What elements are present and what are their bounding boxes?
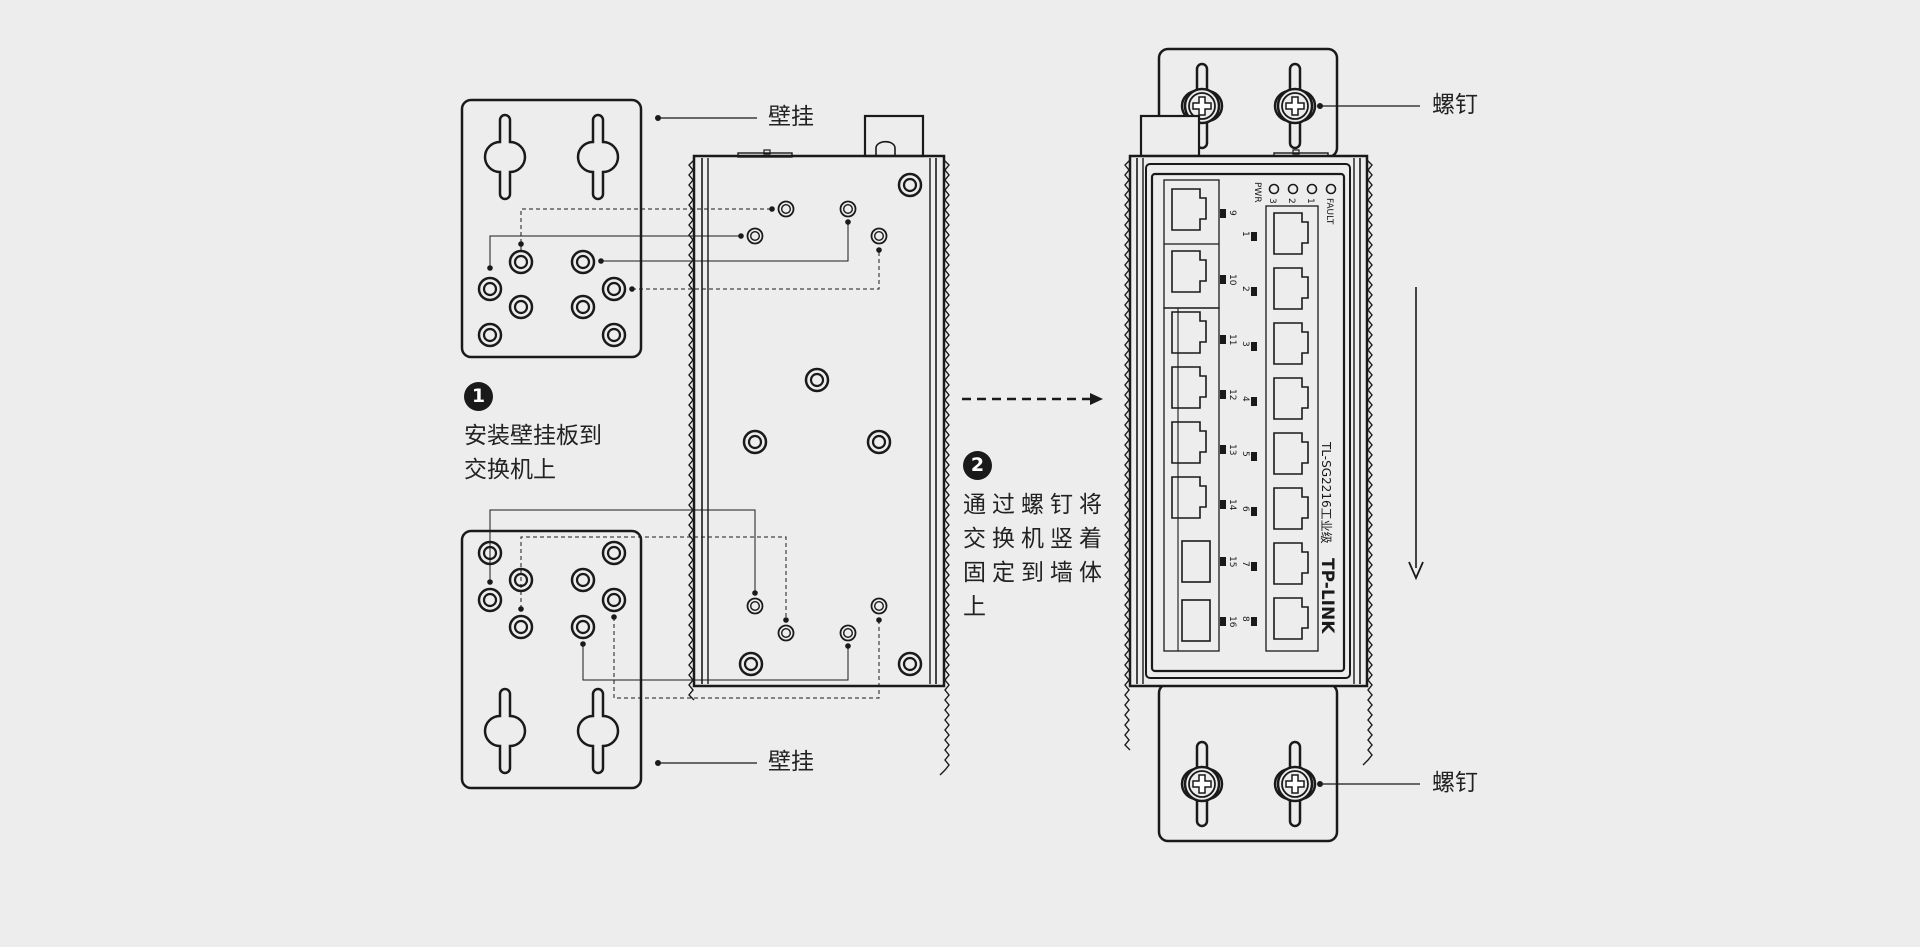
wall-plate-bottom bbox=[460, 529, 643, 790]
leader-screw-top bbox=[1317, 103, 1420, 109]
port-number-1: 1 bbox=[1240, 231, 1250, 237]
led-label-fault: FAULT bbox=[1324, 198, 1334, 225]
alignment-leaders-bottom bbox=[487, 509, 882, 699]
step-2-text: 通过螺钉将 交换机竖着 固定到墙体 上 bbox=[963, 488, 1108, 624]
mounted-switch-front: PWR 3 2 1 FAULT 9 10 11 12 13 14 15 16 1… bbox=[1124, 47, 1373, 843]
port-number-4: 4 bbox=[1240, 396, 1250, 402]
step-2-badge: 2 bbox=[963, 451, 992, 480]
port-number-10: 10 bbox=[1227, 274, 1237, 286]
port-number-2: 2 bbox=[1240, 286, 1250, 292]
port-number-12: 12 bbox=[1227, 389, 1237, 400]
wall-mount-label-top: 壁挂 bbox=[768, 104, 814, 130]
port-number-7: 7 bbox=[1240, 561, 1250, 567]
step-2-line-2: 交换机竖着 bbox=[963, 526, 1108, 552]
leader-wall-mount-bottom bbox=[655, 760, 757, 766]
wall-plate-top bbox=[460, 98, 643, 359]
model-label: TL-SG2216工业级 bbox=[1319, 441, 1333, 544]
step-1-text: 安装壁挂板到 交换机上 bbox=[464, 419, 602, 487]
port-number-11: 11 bbox=[1227, 334, 1237, 345]
port-number-16: 16 bbox=[1227, 616, 1237, 628]
alignment-leaders-top bbox=[487, 206, 882, 292]
port-number-15: 15 bbox=[1227, 556, 1237, 567]
step-arrow bbox=[962, 393, 1103, 405]
led-label-pwr: PWR bbox=[1252, 182, 1262, 203]
leader-screw-bottom bbox=[1317, 781, 1420, 787]
port-number-5: 5 bbox=[1240, 451, 1250, 457]
switch-back-view bbox=[688, 114, 950, 776]
port-number-3: 3 bbox=[1240, 341, 1250, 347]
port-number-14: 14 bbox=[1227, 499, 1237, 511]
led-label-3: 3 bbox=[1267, 198, 1277, 204]
step-2-line-4: 上 bbox=[963, 594, 992, 620]
port-number-13: 13 bbox=[1227, 444, 1237, 455]
step-2-line-3: 固定到墙体 bbox=[963, 560, 1108, 586]
led-label-1: 1 bbox=[1305, 198, 1315, 204]
brand-logo: TP-LINK bbox=[1317, 558, 1337, 634]
vertical-direction-arrow bbox=[1408, 287, 1424, 581]
step-1-line-2: 交换机上 bbox=[464, 457, 556, 483]
step-2-line-1: 通过螺钉将 bbox=[963, 492, 1108, 518]
screw-label-bottom: 螺钉 bbox=[1432, 770, 1478, 796]
wall-mount-label-bottom: 壁挂 bbox=[768, 749, 814, 775]
led-label-2: 2 bbox=[1286, 198, 1296, 204]
port-number-9: 9 bbox=[1227, 210, 1237, 216]
port-number-8: 8 bbox=[1240, 616, 1250, 622]
step-1-badge: 1 bbox=[464, 382, 493, 411]
step-1-line-1: 安装壁挂板到 bbox=[464, 423, 602, 449]
port-number-6: 6 bbox=[1240, 506, 1250, 512]
leader-wall-mount-top bbox=[655, 115, 757, 121]
screw-label-top: 螺钉 bbox=[1432, 92, 1478, 118]
